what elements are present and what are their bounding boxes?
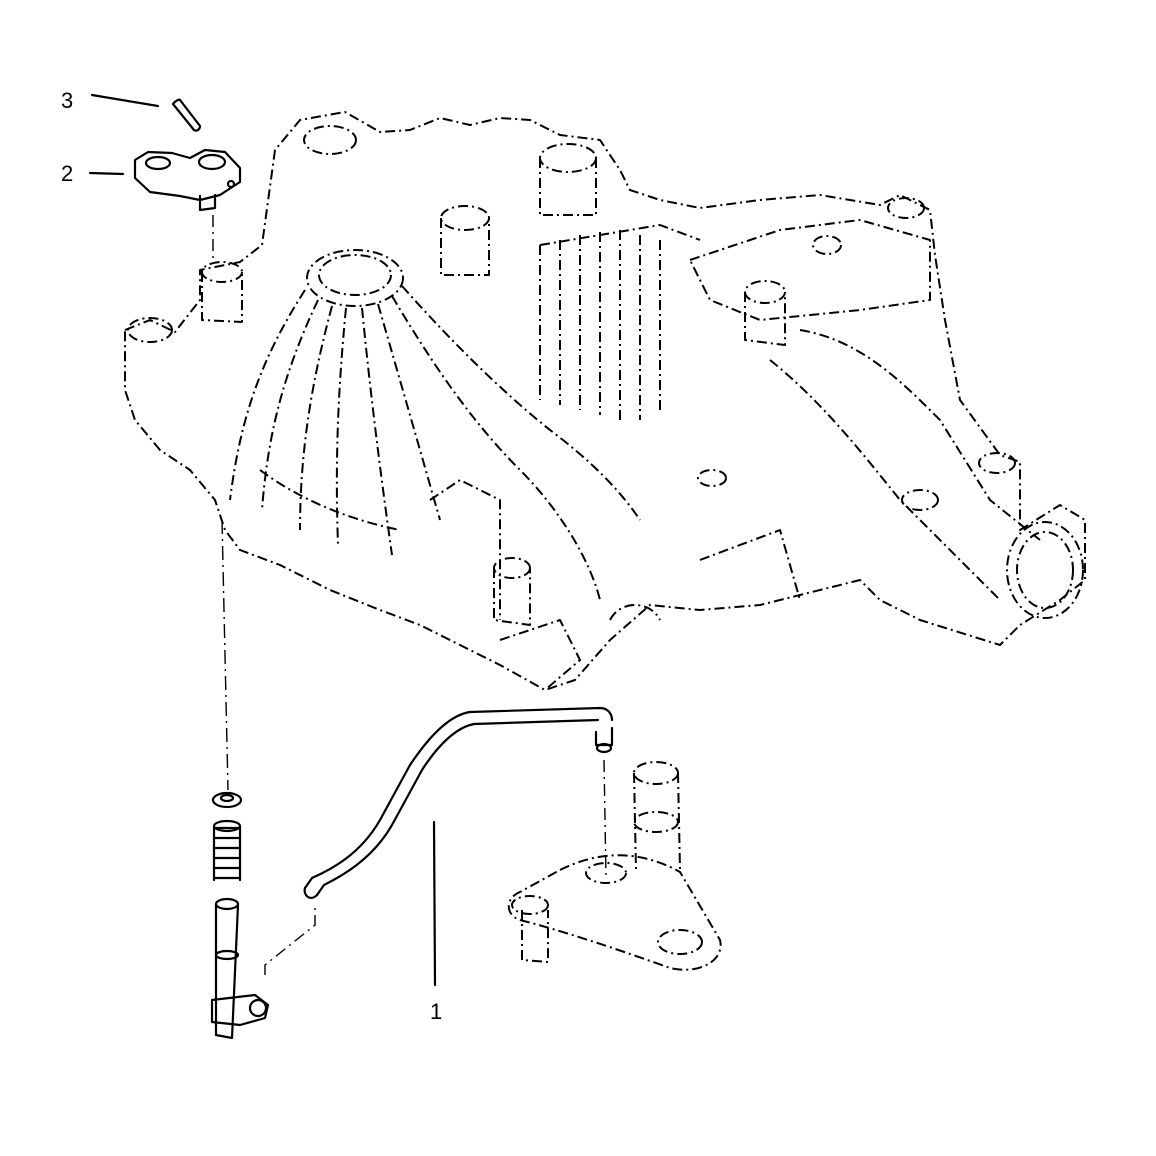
bellcrank-shaft-assembly [507,761,722,971]
part-2-control-arm [88,148,242,212]
control-shaft-assembly [210,215,270,1040]
callout-1: 1 [430,999,443,1024]
part-3-roll-pin [90,93,202,132]
callout-3: 3 [61,88,74,113]
transaxle-housing [124,111,1086,691]
part-1-control-rod [264,706,614,987]
callout-2: 2 [61,161,74,186]
